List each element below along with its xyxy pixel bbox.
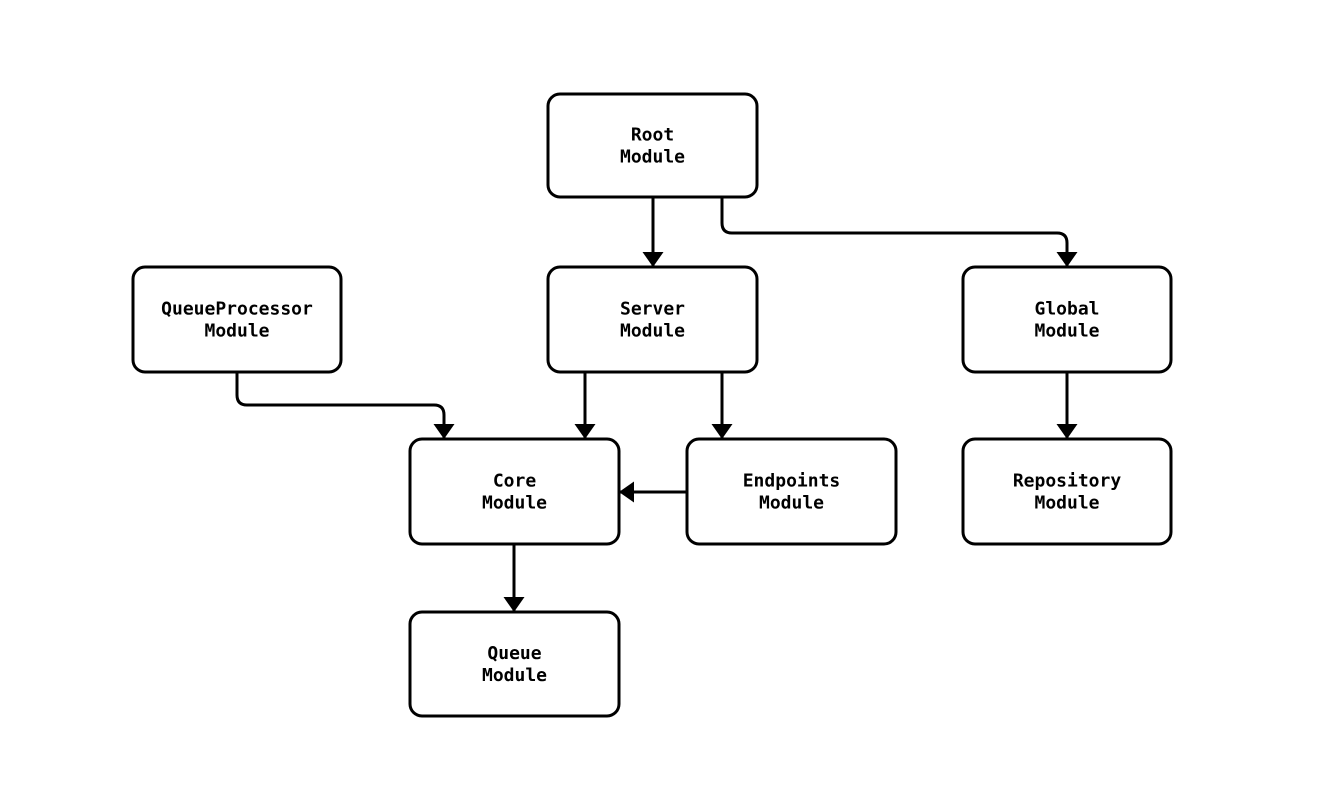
edges-layer: [235, 197, 1078, 612]
edge-queueprocessor-to-core: [235, 372, 455, 439]
node-root-box: [546, 92, 759, 199]
node-endpoints-box: [685, 437, 898, 546]
node-queue-box: [408, 610, 621, 718]
node-queueprocessor-box: [131, 265, 343, 374]
node-repository-box: [961, 437, 1173, 546]
node-global-box: [961, 265, 1173, 374]
node-server-box: [546, 265, 759, 374]
node-core-box: [408, 437, 621, 546]
edge-root-to-global: [720, 197, 1078, 267]
